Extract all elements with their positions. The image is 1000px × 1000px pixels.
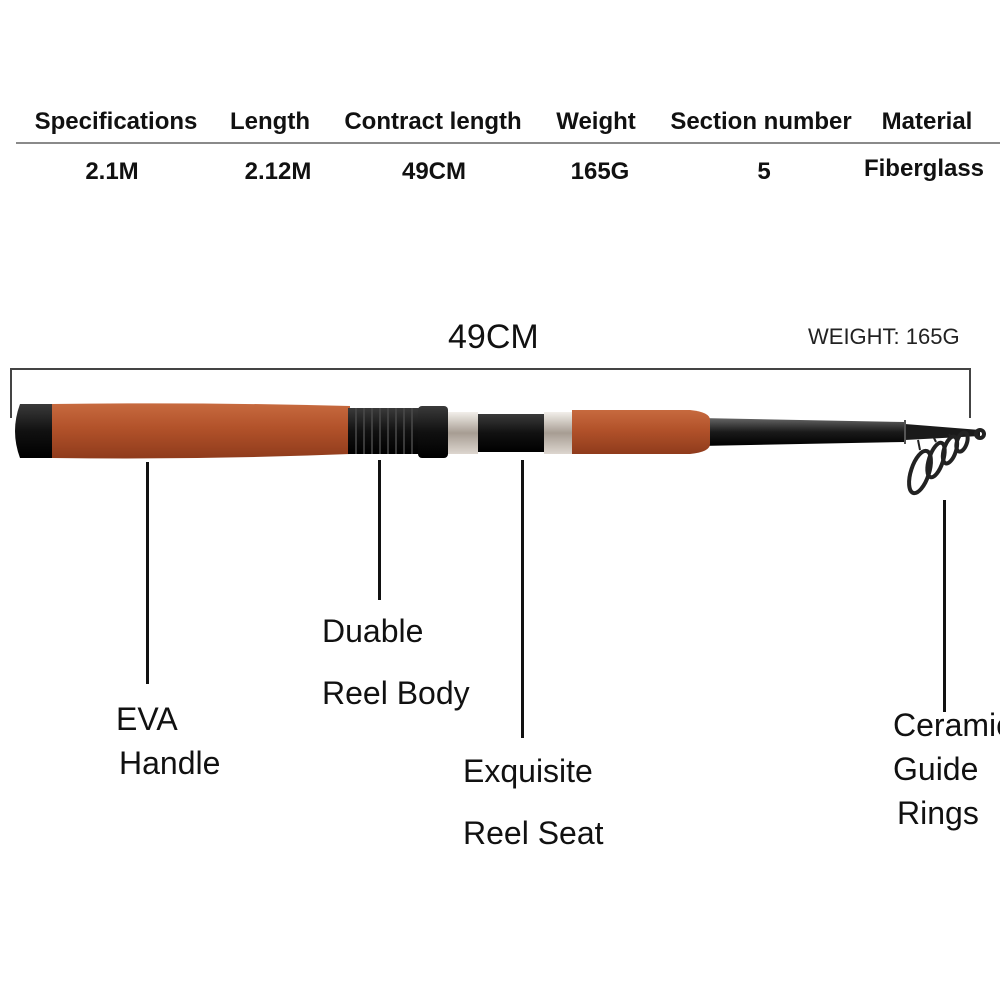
spec-header-material: Material [881,108,973,135]
callout-reel-seat: Exquisite Reel Seat [463,740,604,864]
callout-guide-rings: Ceramic Guide Rings [893,703,1000,835]
leader-reel-body [378,460,381,600]
callout-reel-seat-line-1: Exquisite [463,753,593,789]
reel-nut [418,406,448,458]
weight-label: WEIGHT: 165G [808,324,960,349]
leader-eva-handle [146,462,149,684]
length-bracket [10,368,971,418]
reel-seat-hood-front [448,412,478,454]
reel-seat-body [478,414,544,452]
butt-cap [15,404,56,458]
spec-value-material: Fiberglass [863,155,985,182]
reel-seat-hood-rear [544,412,574,454]
spec-header-section-number: Section number [670,108,852,135]
spec-value-weight: 165G [570,158,630,185]
callout-guide-rings-line-2: Guide [893,751,979,787]
callout-guide-rings-line-1: Ceramic [893,707,1000,743]
callout-reel-body: Duable Reel Body [322,600,470,724]
callout-reel-body-line-1: Duable [322,613,424,649]
ceramic-guide-rings [907,428,986,496]
length-dimension-label: 49CM [448,318,539,356]
callout-eva-handle-line-2: Handle [119,745,221,781]
callout-reel-seat-line-2: Reel Seat [463,815,604,851]
spec-header-weight: Weight [556,108,636,135]
spec-header-specifications: Specifications [34,108,198,135]
rod-blank [700,418,905,446]
callout-guide-rings-line-3: Rings [897,795,979,831]
spec-value-contract-length: 49CM [401,158,467,185]
fishing-rod-illustration [15,403,986,496]
callout-eva-handle: EVA Handle [116,697,220,785]
spec-value-section-number: 5 [757,158,771,185]
rear-eva-grip [52,403,350,459]
spec-header-length: Length [230,108,310,135]
spec-divider [16,142,1000,144]
spec-value-specifications: 2.1M [85,158,139,185]
callout-eva-handle-line-1: EVA [116,701,178,737]
callout-reel-body-line-2: Reel Body [322,675,470,711]
leader-reel-seat [521,460,524,738]
spec-header-contract-length: Contract length [344,108,522,135]
reel-body [348,408,420,454]
fore-eva-grip [572,410,710,454]
leader-guide-rings [943,500,946,712]
spec-value-length: 2.12M [244,158,312,185]
